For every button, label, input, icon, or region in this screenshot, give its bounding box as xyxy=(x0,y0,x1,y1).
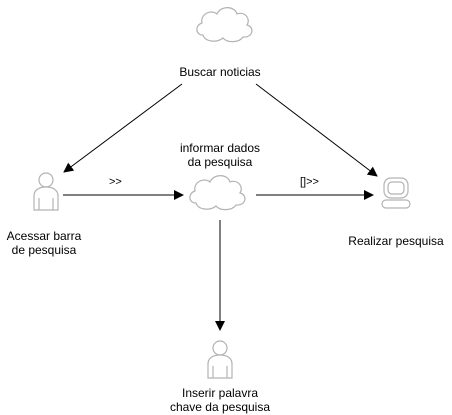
edge-label-acessar-informar: >> xyxy=(109,176,122,188)
node-label-informar-dados: informar dados da pesquisa xyxy=(179,141,261,169)
edge-buscar-to-acessar xyxy=(63,83,183,173)
actor-icon xyxy=(33,172,59,211)
node-label-realizar-pesquisa: Realizar pesquisa xyxy=(348,234,444,248)
actor-icon xyxy=(207,340,233,379)
edge-label-informar-realizar: []>> xyxy=(300,176,319,188)
cloud-icon xyxy=(196,7,253,43)
computer-icon xyxy=(381,177,411,209)
node-label-acessar-barra: Acessar barra de pesquisa xyxy=(6,229,82,257)
node-label-buscar-noticias: Buscar noticias xyxy=(179,65,261,79)
cloud-icon xyxy=(189,175,246,211)
node-label-inserir-palavra: Inserir palavra chave da pesquisa xyxy=(169,386,271,414)
edge-buscar-to-realizar xyxy=(255,83,378,177)
